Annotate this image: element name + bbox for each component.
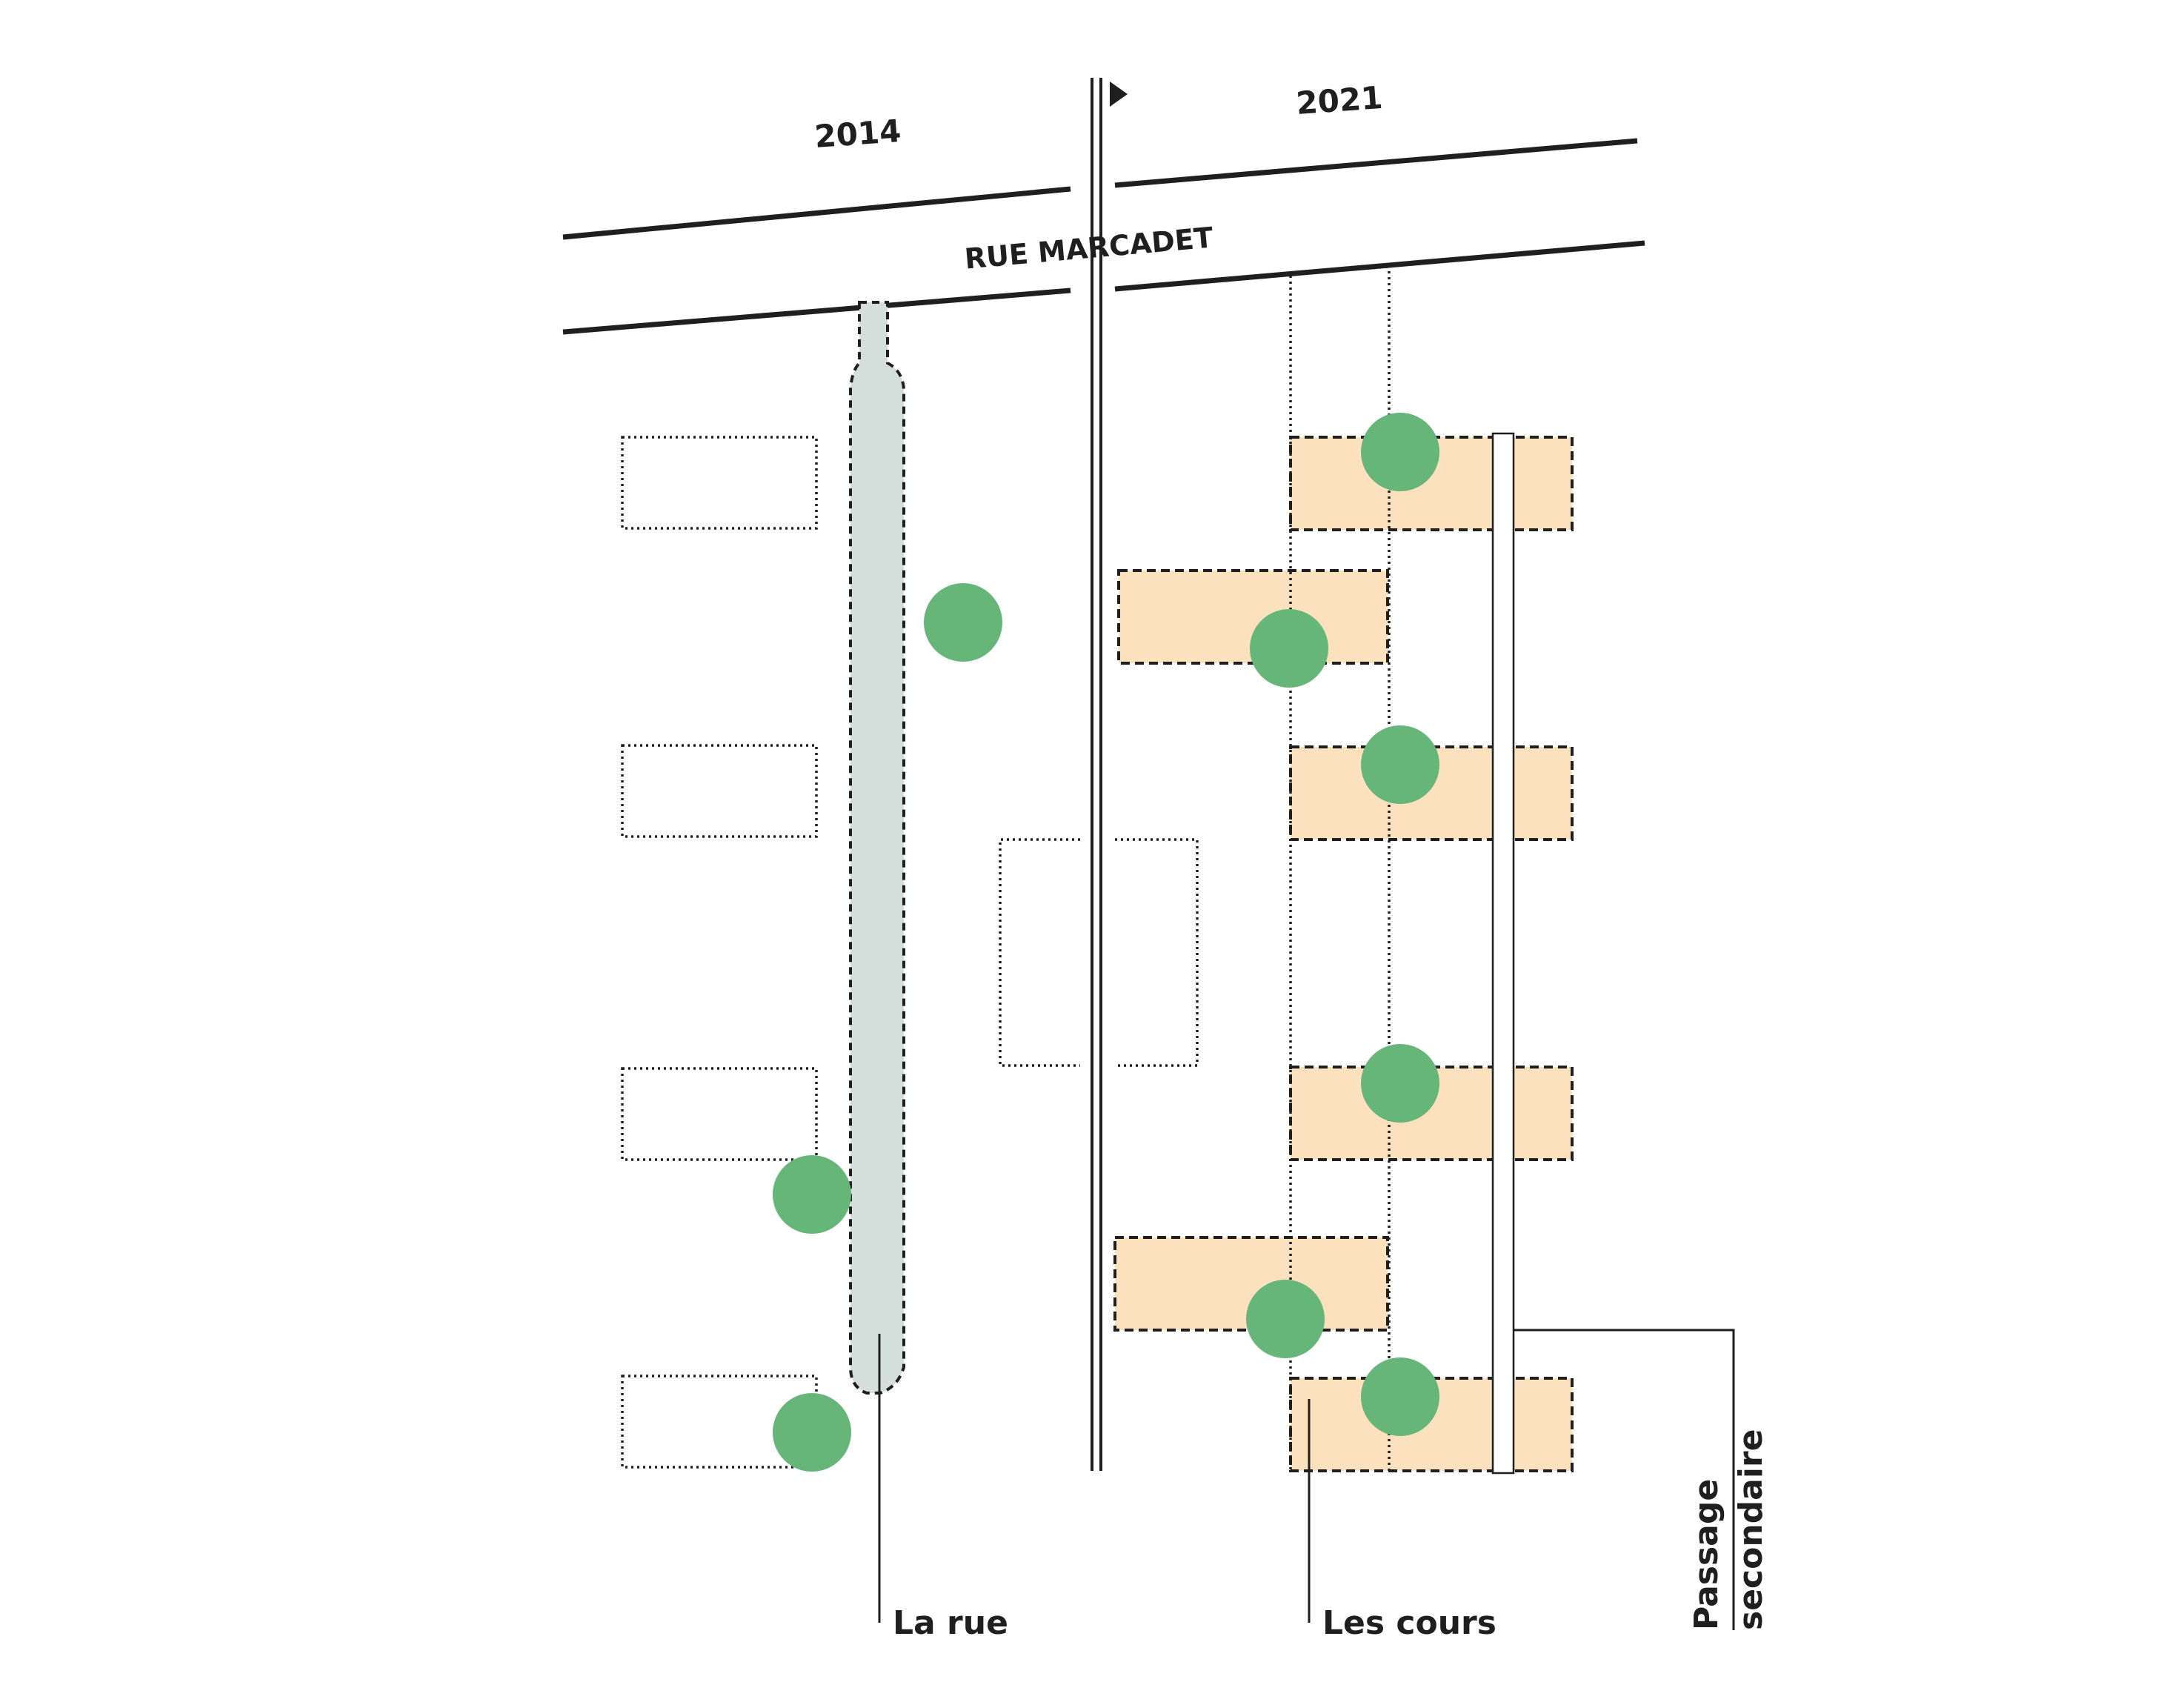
tree-icon (1361, 413, 1439, 491)
passage-secondaire-strip (1491, 432, 1515, 1475)
leader-passage (1514, 1329, 1735, 1630)
tree-icon (773, 1155, 851, 1234)
year-label-after: 2021 (1295, 79, 1384, 122)
label-passage-line2: secondaire (1732, 1429, 1770, 1630)
tree-icon (1361, 1044, 1439, 1123)
building-2014-3 (621, 1067, 818, 1161)
rue-marcadet-street (562, 138, 1645, 335)
leader-lines (878, 1329, 1735, 1630)
tree-icon (924, 583, 1002, 662)
tree-icon (773, 1393, 851, 1472)
label-passage-secondaire: Passage secondaire (1688, 1429, 1770, 1630)
plan-2014 (621, 301, 1199, 1472)
tree-icon (1361, 725, 1439, 804)
divider-flag-icon (1110, 82, 1128, 107)
tree-icon (1361, 1357, 1439, 1436)
tree-icon (1250, 609, 1328, 688)
tree-icon (1246, 1280, 1325, 1358)
label-les-cours: Les cours (1322, 1604, 1496, 1642)
building-2014-central-left (999, 838, 1080, 1067)
building-2014-central-right (1115, 838, 1199, 1067)
building-2014-2 (621, 744, 818, 838)
street-top-edge-right (1114, 138, 1638, 188)
cours-line-top (1290, 265, 1390, 276)
street-top-edge-left (562, 186, 1071, 240)
plan-2021 (1113, 265, 1574, 1475)
year-label-before: 2014 (813, 113, 902, 155)
building-2014-4 (621, 1375, 818, 1469)
street-bottom-edge-right (1114, 240, 1645, 292)
timeline-divider (1091, 78, 1102, 1471)
la-rue-street-shape (849, 301, 905, 1395)
building-2014-1 (621, 436, 818, 530)
street-label: RUE MARCADET (963, 221, 1214, 275)
street-bottom-edge-left (562, 288, 1071, 335)
label-passage-line1: Passage (1688, 1479, 1725, 1630)
label-la-rue: La rue (893, 1604, 1008, 1642)
